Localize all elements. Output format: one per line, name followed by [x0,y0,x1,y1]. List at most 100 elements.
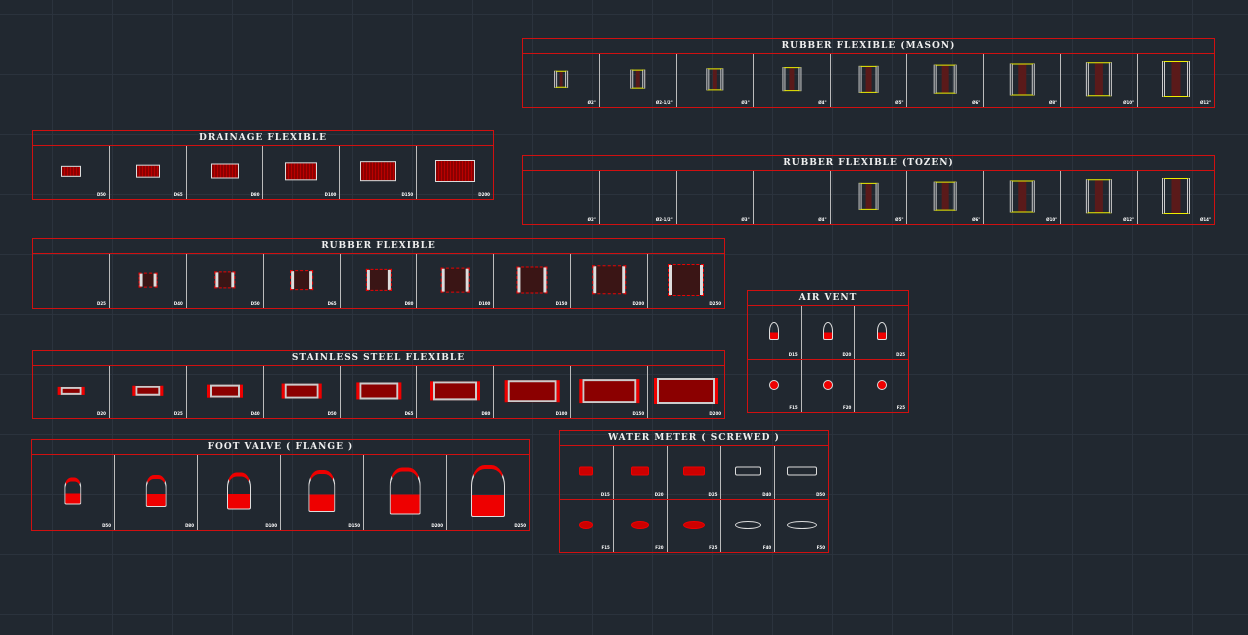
symbol-cell[interactable]: D25 [108,366,186,418]
symbol-cell[interactable]: D40 [185,366,263,418]
symbol-cell[interactable]: D100 [197,455,280,530]
symbol-cell[interactable]: D200 [570,254,647,308]
rubber-joint-symbol [441,267,470,293]
symbol-cell[interactable]: Ø3" [675,171,753,224]
symbol-cell[interactable]: D100 [416,254,493,308]
foot-valve-symbol [389,467,421,515]
air-vent-symbol [823,322,833,341]
symbol-cell[interactable]: D25 [854,306,908,359]
symbol-cell[interactable]: Ø10" [983,171,1060,224]
symbol-cell[interactable]: Ø14" [1137,171,1214,224]
rubber-joint-symbol [630,70,646,89]
symbol-cell[interactable]: Ø6" [906,54,983,107]
symbol-cell[interactable]: D65 [262,254,340,308]
size-label: D25 [708,491,718,497]
symbol-cell[interactable]: Ø10" [1060,54,1137,107]
symbol-cell[interactable]: D100 [493,366,570,418]
symbol-cell[interactable]: D150 [280,455,363,530]
symbol-cell[interactable]: Ø4" [752,54,830,107]
symbol-cell[interactable]: D50 [33,146,109,199]
symbol-cell[interactable]: D80 [339,254,417,308]
symbol-cell[interactable]: D200 [647,366,724,418]
size-label: D80 [481,411,491,416]
symbol-cell[interactable]: F25 [666,499,721,552]
symbol-cell[interactable]: D25 [666,446,721,499]
size-label: D150 [632,411,645,416]
symbol-cell[interactable]: Ø5" [829,171,907,224]
symbol-cell[interactable]: Ø6" [906,171,983,224]
size-label: F20 [843,405,852,410]
symbol-cell[interactable]: D150 [493,254,570,308]
symbol-cell[interactable]: D50 [32,455,114,530]
symbol-cell[interactable]: F25 [854,359,908,412]
rubber-joint-symbol [1010,180,1035,212]
symbol-cell[interactable]: D150 [339,146,416,199]
size-label: D40 [250,411,260,416]
size-label: D150 [401,192,414,197]
symbol-cell[interactable]: D50 [262,366,340,418]
symbol-cell[interactable]: D250 [647,254,724,308]
symbol-cell[interactable]: D50 [185,254,263,308]
symbol-cell[interactable]: F50 [774,499,828,552]
stainless-joint-symbol [206,384,243,398]
symbol-cell[interactable]: D80 [114,455,197,530]
symbol-cell[interactable]: F15 [560,500,613,553]
panel-title: DRAINAGE FLEXIBLE [33,131,493,146]
air-vent-symbol [876,322,887,341]
foot-valve-symbol [227,472,251,510]
symbol-cell[interactable]: Ø2-1/2" [598,54,676,107]
drainage-joint-symbol [60,166,81,177]
stainless-joint-symbol [654,377,719,404]
rubber-joint-symbol [858,66,879,93]
symbol-cell[interactable]: D25 [33,254,109,308]
symbol-cell[interactable]: Ø2-1/2" [598,171,676,224]
symbol-cell[interactable]: D200 [416,146,493,199]
panel-title: STAINLESS STEEL FLEXIBLE [33,351,724,366]
symbol-cell[interactable]: D40 [720,446,774,499]
symbol-cell[interactable]: Ø8" [983,54,1060,107]
size-label: D65 [327,301,337,306]
symbol-cell[interactable]: Ø2" [523,171,599,224]
size-label: D200 [478,192,490,197]
size-label: D80 [185,523,194,528]
panel-title: AIR VENT [748,291,908,306]
symbol-cell[interactable]: D15 [560,446,613,499]
symbol-cell[interactable]: F40 [720,499,774,552]
symbol-cell[interactable]: Ø4" [752,171,830,224]
symbol-cell[interactable]: Ø3" [675,54,753,107]
stainless-joint-symbol [57,386,85,396]
rubber-joint-symbol [1086,179,1113,214]
size-label: Ø4" [818,100,827,105]
symbol-cell[interactable]: Ø12" [1060,171,1137,224]
symbol-cell[interactable]: Ø2" [523,54,599,107]
symbol-cell[interactable]: Ø5" [829,54,907,107]
symbol-cell[interactable]: D20 [612,446,667,499]
symbol-cell[interactable]: D80 [185,146,263,199]
symbol-cell[interactable]: D80 [416,366,493,418]
symbol-cell[interactable]: D50 [774,446,828,499]
symbol-cell[interactable]: D150 [570,366,647,418]
symbol-cell[interactable]: D40 [108,254,186,308]
size-label: F20 [655,545,664,550]
symbol-cell[interactable]: D20 [800,306,855,359]
symbol-cell[interactable]: D65 [108,146,186,199]
size-label: D50 [96,192,106,197]
symbol-cell[interactable]: Ø12" [1137,54,1214,107]
symbol-cell[interactable]: D15 [748,306,801,359]
symbol-cell[interactable]: D65 [339,366,417,418]
symbol-cell[interactable]: D200 [363,455,446,530]
rubber-joint-symbol [592,265,626,295]
symbol-cell[interactable]: F20 [800,359,855,412]
symbol-cell[interactable]: D20 [33,366,109,418]
symbol-cell[interactable]: F20 [612,499,667,552]
symbol-cell[interactable]: D250 [446,455,529,530]
rubber-joint-symbol [138,272,158,288]
symbol-cell[interactable]: F15 [748,360,801,413]
symbol-cell[interactable]: D100 [262,146,339,199]
